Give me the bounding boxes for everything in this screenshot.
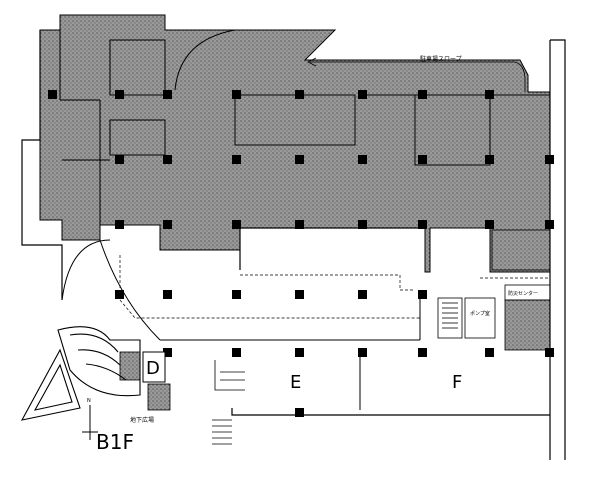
parking-slope-arrow xyxy=(307,57,526,92)
north-arrow xyxy=(82,405,98,440)
stair-core xyxy=(437,284,551,339)
outer-walls xyxy=(21,30,566,460)
parking-area xyxy=(39,14,551,411)
area-e-label: E xyxy=(290,372,301,393)
area-d-label: D xyxy=(146,358,160,379)
corridor-outline xyxy=(119,255,550,319)
room-label-2: 防災センター xyxy=(508,290,538,297)
underground-plaza-label: 地下広場 xyxy=(130,416,154,424)
stair-e xyxy=(212,360,245,445)
room-d-box xyxy=(142,351,166,383)
columns xyxy=(48,90,554,417)
room-label-1: ポンプ室 xyxy=(470,310,490,317)
floor-level-label: B1F xyxy=(96,430,134,454)
corridor-walls xyxy=(61,239,421,410)
plaza-entrance xyxy=(20,326,141,421)
parking-slope-label: 駐車場スロープ xyxy=(420,55,462,63)
parking-internal-walls xyxy=(59,29,550,225)
area-f-label: F xyxy=(452,372,462,393)
north-label: N xyxy=(87,398,91,404)
